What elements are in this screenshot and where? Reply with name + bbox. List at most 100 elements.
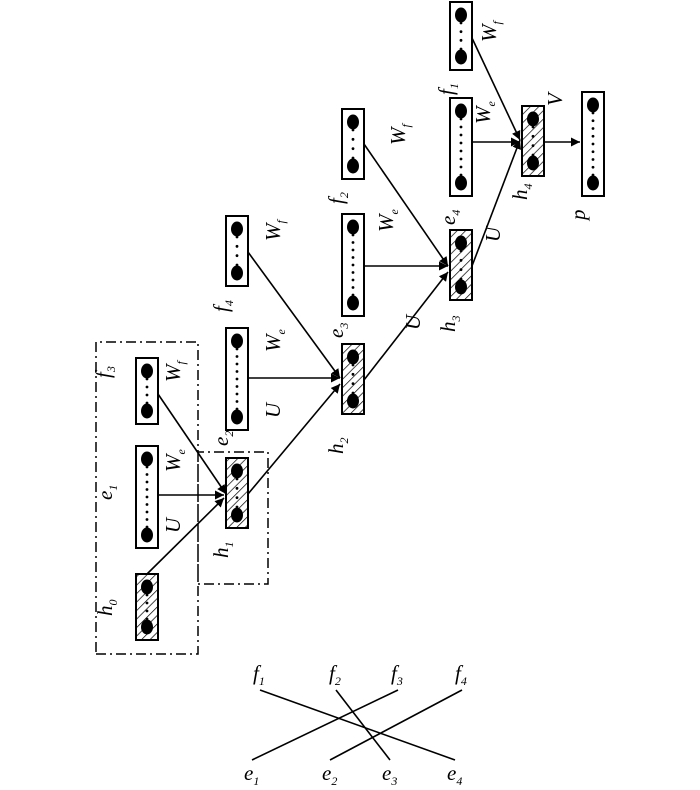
ellipsis-dot [235,347,239,351]
edge-arrow-wf4 [471,37,521,141]
unit-dot [587,175,599,191]
vector-label-f3: f3 [91,366,118,378]
weight-label-u2: U [261,401,285,418]
vector-f4 [225,215,249,287]
ellipsis-dot [235,477,239,481]
unit-dot [347,295,359,311]
ellipsis-dot [351,286,355,289]
ellipsis-dot [145,525,149,529]
vector-box-h0 [135,573,159,641]
weight-label-u3: U [401,313,425,330]
vector-label-h2: h2 [324,438,351,455]
ellipsis-dot [235,385,239,388]
edge-arrow-wf1 [157,393,227,495]
weight-label-wf1: Wf [161,360,188,383]
vector-box-h4 [521,105,545,177]
ellipsis-dot [531,134,535,138]
edge-group [146,37,580,575]
ellipsis-dot [351,137,355,141]
vector-h2 [341,343,365,415]
dashed-region-outline [95,341,269,655]
ellipsis-dot [145,601,149,605]
vector-label-e2: e2 [209,431,236,446]
weight-label-wf2: Wf [261,219,288,242]
ellipsis-dot [459,165,463,169]
vector-f3 [135,357,159,425]
unit-dot [141,619,153,635]
ellipsis-dot [459,258,463,262]
ellipsis-dot [351,382,355,386]
ellipsis-dot [145,617,149,621]
weight-label-we2: We [261,329,288,353]
ellipsis-dot [459,47,463,51]
ellipsis-dot [459,268,463,272]
alignment-link-f2-e3 [335,689,391,761]
ellipsis-dot [351,278,355,282]
edge-arrow-u4 [471,139,522,267]
unit-dot [455,235,467,251]
unit-dot [347,393,359,409]
unit-dot [527,155,539,171]
align-bottom-label-e1: e1 [244,761,259,785]
ellipsis-dot [591,119,595,123]
ellipsis-dot [531,153,535,157]
ellipsis-dot [145,480,149,484]
unit-dot [231,463,243,479]
unit-dot [141,363,153,379]
alignment-link-f1-e4 [259,689,456,761]
unit-dot [231,507,243,523]
ellipsis-dot [459,30,463,34]
ellipsis-dot [235,362,239,366]
align-bottom-label-e2: e2 [322,761,337,785]
ellipsis-dot [459,249,463,253]
ellipsis-dot [591,158,595,161]
unit-dot [231,409,243,425]
vector-box-h2 [341,343,365,415]
unit-dot [141,403,153,419]
align-top-label-f2: f2 [329,661,341,688]
ellipsis-dot [145,510,149,514]
ellipsis-dot [145,495,149,499]
ellipsis-dot [351,233,355,237]
ellipsis-dot [351,256,355,259]
ellipsis-dot [459,277,463,281]
ellipsis-dot [351,248,355,252]
vector-box-e4 [449,97,473,197]
ellipsis-dot [235,235,239,239]
edge-arrow-u2 [247,383,341,495]
align-top-label-f3: f3 [391,661,403,688]
ellipsis-dot [235,254,239,258]
vector-label-f4: f4 [209,300,236,312]
ellipsis-dot [591,173,595,177]
vector-e4 [449,97,473,197]
vector-label-e4: e4 [436,210,463,225]
unit-dot [141,527,153,543]
ellipsis-dot [235,496,239,500]
unit-dot [231,265,243,281]
ellipsis-dot [145,518,149,521]
ellipsis-dot [351,391,355,395]
unit-dot [347,349,359,365]
ellipsis-dot [591,150,595,154]
weight-label-we3: We [374,209,401,233]
ellipsis-dot [459,141,463,145]
edge-arrow-wf2 [247,251,341,379]
vector-label-h0: h0 [93,600,120,617]
ellipsis-dot [235,505,239,509]
alignment-link-f3-e1 [251,689,399,761]
unit-dot [455,103,467,119]
ellipsis-dot [591,134,595,138]
edge-arrow-wf3 [363,143,449,267]
ellipsis-dot [459,173,463,177]
ellipsis-dot [459,21,463,25]
ellipsis-dot [351,271,355,274]
weight-label-u4: U [481,225,505,242]
ellipsis-dot [531,144,535,148]
ellipsis-dot [145,473,149,476]
ellipsis-dot [235,400,239,403]
unit-dot [141,451,153,467]
unit-dot [527,111,539,127]
vector-box-h1 [225,457,249,529]
weight-label-v: V [543,91,567,106]
ellipsis-dot [145,609,149,613]
